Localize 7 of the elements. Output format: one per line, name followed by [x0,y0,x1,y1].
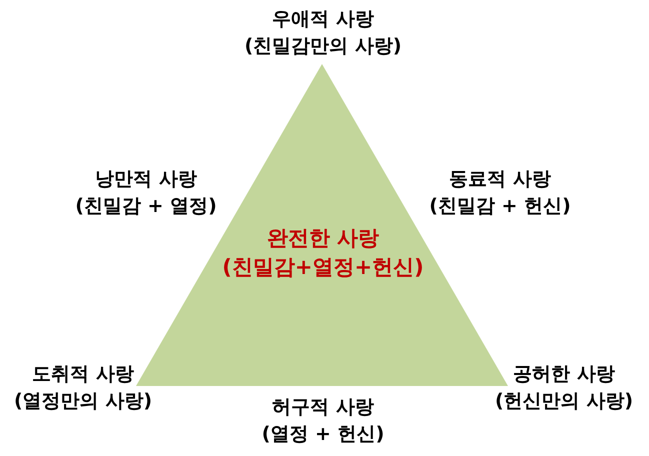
corner-label: 도취적 사랑 (열정만의 사랑) [13,362,153,414]
side-label: 허구적 사랑 (열정 + 헌신) [260,395,386,447]
side-label: 동료적 사랑 (친밀감 + 헌신) [428,167,572,219]
center-label: 완전한 사랑 (친밀감+열정+헌신) [221,225,425,281]
corner-label: 공허한 사랑 (헌신만의 사랑) [494,362,634,414]
corner-label: 우애적 사랑 (친밀감만의 사랑) [244,7,402,59]
side-label: 낭만적 사랑 (친밀감 + 열정) [74,167,218,219]
